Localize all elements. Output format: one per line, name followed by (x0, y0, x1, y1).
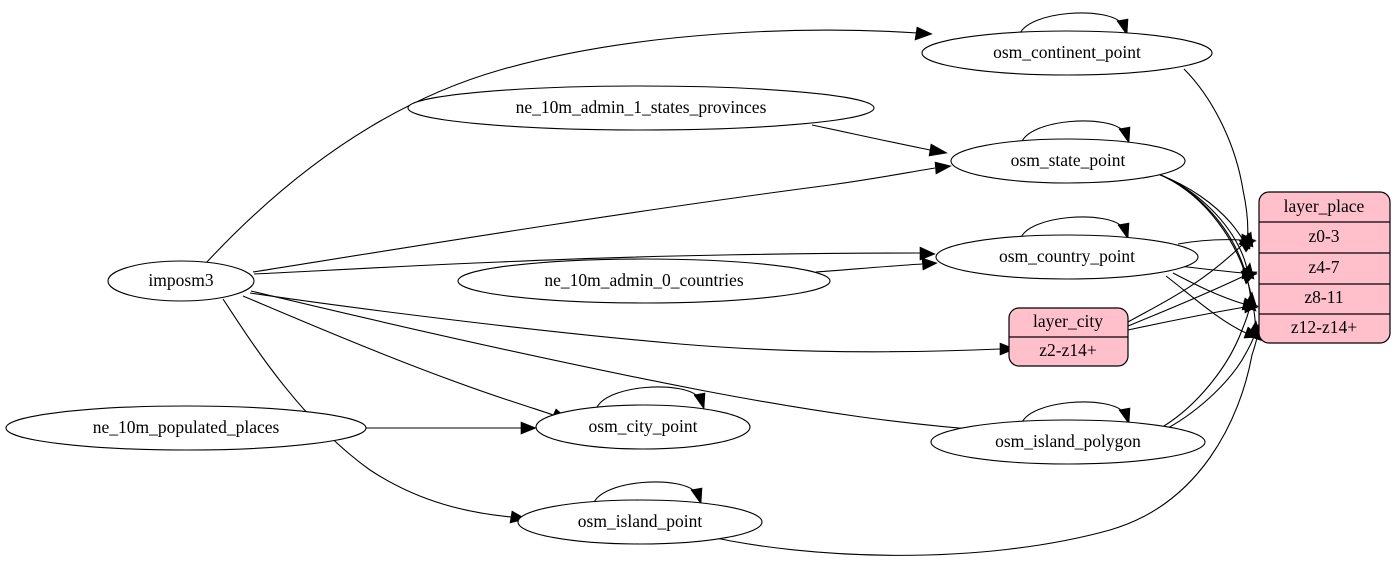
edge-osm_island_polygon-to-layer_place_z12 (1167, 335, 1255, 429)
edge-imposm3-to-osm_island_polygon (250, 290, 996, 432)
edge-imposm3-to-osm_island_point (222, 298, 512, 518)
layer_city-row-z2[interactable]: z2-z14+ (1039, 340, 1097, 360)
node-osm_state_point[interactable]: osm_state_point (950, 138, 1186, 184)
self-loop-osm_continent_point (1018, 12, 1123, 37)
node-shape (921, 30, 1213, 76)
edge-osm_island_polygon-to-layer_place_z8_11 (1163, 305, 1251, 427)
node-label: ne_10m_admin_0_countries (544, 270, 743, 290)
edge-layer (205, 12, 1264, 556)
layer_place-row-z8-11[interactable]: z8-11 (1304, 287, 1343, 307)
node-layer: imposm3 ne_10m_populated_places ne_10m_a… (5, 30, 1213, 545)
node-label: osm_city_point (589, 416, 698, 436)
node-label: imposm3 (148, 270, 213, 290)
edge-ne_states_provinces-to-osm_state_point (811, 124, 931, 151)
node-osm_island_point[interactable]: osm_island_point (517, 499, 763, 545)
arrowhead (1118, 126, 1131, 144)
arrowhead (1240, 270, 1258, 285)
node-label: osm_state_point (1011, 150, 1126, 170)
arrowhead (999, 342, 1016, 356)
edge-imposm3-to-osm_country_point (253, 252, 921, 275)
edge-osm_island_point-to-layer_place_z12 (701, 337, 1258, 556)
node-shape (935, 234, 1199, 280)
node-shape (930, 419, 1206, 465)
node-ne_10m_admin_1_states_provinces[interactable]: ne_10m_admin_1_states_provinces (407, 85, 875, 131)
arrowhead (1238, 239, 1256, 253)
edge-imposm3-to-osm_state_point (252, 167, 936, 273)
arrowhead (1117, 222, 1130, 240)
layer_place-title: layer_place (1284, 196, 1365, 216)
arrowhead (520, 421, 537, 435)
node-shape (107, 260, 255, 302)
layer_place-row-z4-7[interactable]: z4-7 (1308, 257, 1339, 277)
edge-osm_country_point-to-layer_place_z12 (1165, 275, 1247, 334)
self-loop-osm_island_point (592, 481, 697, 506)
arrowhead (928, 143, 948, 157)
node-label: osm_continent_point (993, 42, 1141, 62)
layer_city-title: layer_city (1033, 311, 1103, 331)
layer_place-row-z12-z14[interactable]: z12-z14+ (1291, 317, 1357, 337)
layer_place-row-z0-3[interactable]: z0-3 (1308, 226, 1339, 246)
self-loop-osm_city_point (595, 386, 700, 411)
node-layer_place[interactable]: layer_place z0-3 z4-7 z8-11 z12-z14+ (1258, 191, 1391, 344)
arrowhead (919, 246, 936, 261)
node-ne_10m_populated_places[interactable]: ne_10m_populated_places (5, 405, 367, 451)
edge-osm_state_point-to-layer_place_z0_3 (1159, 174, 1245, 242)
arrowhead (693, 392, 706, 410)
layer_place-box (1258, 191, 1391, 344)
node-shape (407, 85, 875, 131)
edge-imposm3-to-osm_city_point (242, 295, 554, 416)
node-osm_island_polygon[interactable]: osm_island_polygon (930, 419, 1206, 465)
node-shape (457, 258, 831, 304)
arrowhead (690, 487, 703, 505)
edge-layer_city-to-layer_place_z4_7 (1127, 275, 1245, 327)
edge-layer_city-to-layer_place_z0_3 (1127, 243, 1244, 323)
node-osm_continent_point[interactable]: osm_continent_point (921, 30, 1213, 76)
node-label: ne_10m_populated_places (93, 417, 280, 437)
node-osm_city_point[interactable]: osm_city_point (535, 404, 751, 450)
node-label: osm_island_point (578, 511, 703, 531)
edge-osm_state_point-to-layer_place_z4_7 (1160, 174, 1249, 275)
node-shape (950, 138, 1186, 184)
node-ne_10m_admin_0_countries[interactable]: ne_10m_admin_0_countries (457, 258, 831, 304)
arrowhead (1116, 18, 1129, 36)
node-label: ne_10m_admin_1_states_provinces (516, 97, 767, 117)
node-shape (5, 405, 367, 451)
arrowhead (1118, 407, 1131, 425)
node-osm_country_point[interactable]: osm_country_point (935, 234, 1199, 280)
arrowhead (934, 161, 952, 175)
arrowhead (921, 257, 938, 271)
arrowhead (914, 26, 933, 41)
arrowhead (1243, 294, 1257, 312)
node-layer_city[interactable]: layer_city z2-z14+ (1008, 307, 1129, 367)
edge-osm_country_point-to-layer_place_z0_3 (1177, 239, 1243, 245)
self-loop-osm_state_point (1020, 120, 1125, 145)
edge-ne_admin_0_countries-to-osm_country_point (815, 263, 923, 273)
node-shape (517, 499, 763, 545)
edge-layer_city-to-layer_place_z8_11 (1127, 306, 1246, 331)
edge-imposm3-to-osm_continent_point (205, 29, 919, 264)
node-imposm3[interactable]: imposm3 (107, 260, 255, 302)
node-label: osm_country_point (999, 246, 1135, 266)
edge-imposm3-to-layer_city (249, 292, 1001, 353)
node-label: osm_island_polygon (995, 431, 1141, 451)
self-loop-osm_country_point (1019, 216, 1124, 241)
node-shape (535, 404, 751, 450)
edge-osm_country_point-to-layer_place_z8_11 (1172, 272, 1245, 305)
edge-osm_continent_point-to-layer_place_z0_3 (1183, 68, 1249, 245)
self-loop-osm_island_polygon (1020, 401, 1125, 426)
